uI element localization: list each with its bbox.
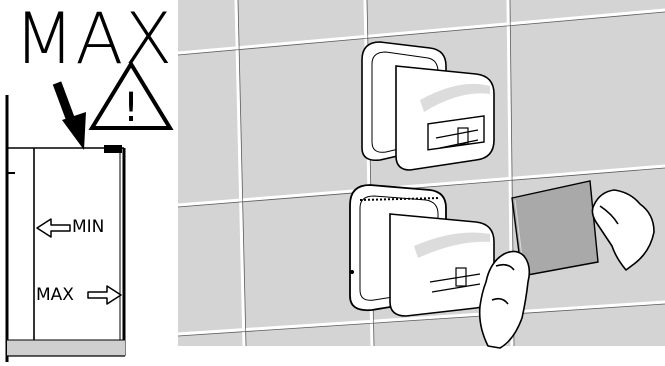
arrow-right-outline-icon xyxy=(88,286,121,304)
warning-glyph: ! xyxy=(123,85,139,131)
arrow-left-outline-icon xyxy=(37,219,70,237)
warning-triangle-icon: ! xyxy=(92,64,170,131)
min-label: MIN xyxy=(72,219,104,236)
max-label: MAX xyxy=(36,287,74,304)
arrow-down-icon xyxy=(57,83,86,150)
